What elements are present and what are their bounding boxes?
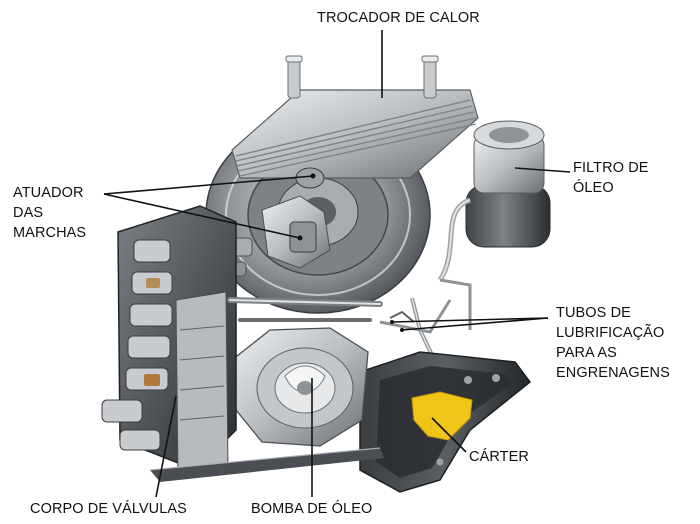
leader-dots bbox=[297, 173, 404, 332]
label-heat-exchanger: TROCADOR DE CALOR bbox=[317, 10, 480, 26]
label-gear-actuator: ATUADOR DAS MARCHAS bbox=[13, 183, 86, 243]
shafts bbox=[227, 297, 383, 322]
label-gear-actuator-line-1: ATUADOR bbox=[13, 185, 84, 201]
label-valve-body: CORPO DE VÁLVULAS bbox=[30, 501, 187, 517]
label-gear-actuator-line-2: DAS bbox=[13, 205, 44, 221]
oil-filter bbox=[437, 120, 551, 282]
label-oil-filter-line-1: FILTRO DE bbox=[573, 160, 649, 176]
label-oil-filter-line-2: ÓLEO bbox=[573, 180, 614, 196]
label-lubrication-tubes-line-2: LUBRIFICAÇÃO bbox=[556, 325, 665, 341]
label-lubrication-tubes-line-4: ENGRENAGENS bbox=[556, 365, 670, 381]
leader-lines bbox=[103, 30, 571, 498]
label-oil-pan: CÁRTER bbox=[469, 449, 529, 465]
label-oil-filter: FILTRO DE ÓLEO bbox=[573, 158, 649, 198]
heat-exchanger bbox=[231, 55, 479, 179]
oil-pan bbox=[359, 351, 532, 493]
label-lubrication-tubes-line-1: TUBOS DE bbox=[556, 305, 631, 321]
label-gear-actuator-line-3: MARCHAS bbox=[13, 225, 87, 241]
label-lubrication-tubes: TUBOS DE LUBRIFICAÇÃO PARA AS ENGRENAGEN… bbox=[556, 303, 670, 383]
label-oil-pump: BOMBA DE ÓLEO bbox=[251, 501, 373, 517]
valve-body bbox=[101, 205, 384, 482]
label-lubrication-tubes-line-3: PARA AS bbox=[556, 345, 617, 361]
oil-pump bbox=[231, 327, 369, 447]
